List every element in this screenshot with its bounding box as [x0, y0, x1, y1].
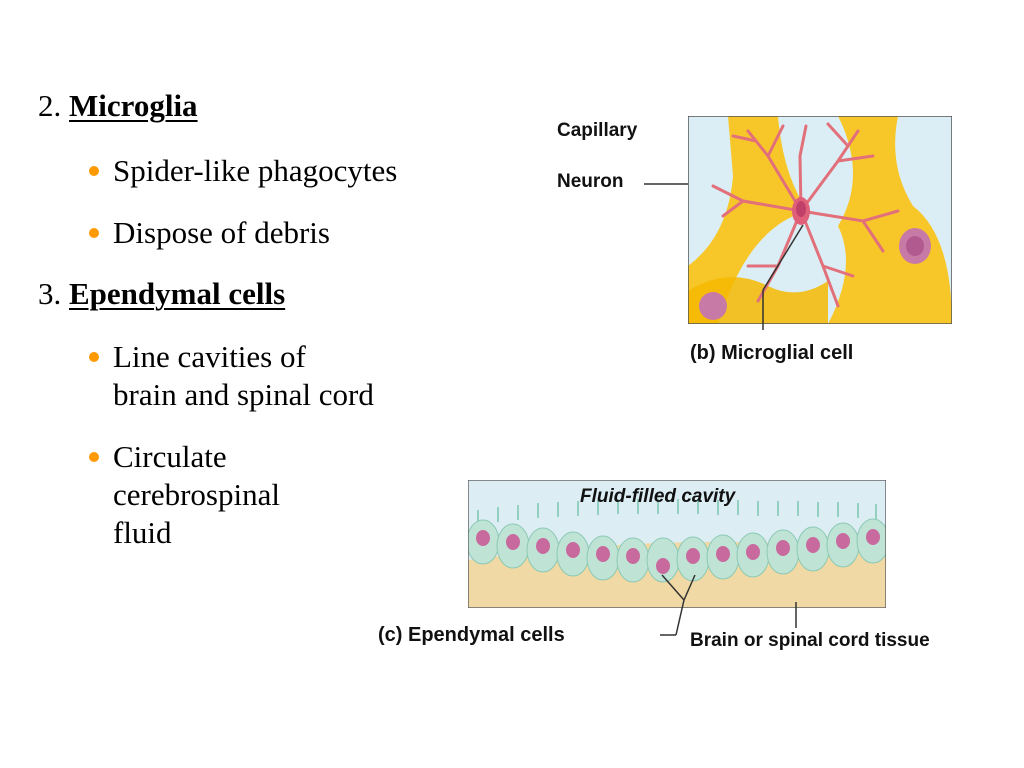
- figure-caption-microglial: (b) Microglial cell: [690, 342, 854, 364]
- bullet-text: fluid: [113, 515, 172, 550]
- item-heading: Microglia: [69, 88, 198, 123]
- ependymal-leader-lines: [660, 574, 797, 636]
- bullet-icon: [89, 228, 99, 238]
- bullet-icon: [89, 452, 99, 462]
- figure-label-tissue: Brain or spinal cord tissue: [690, 630, 930, 651]
- microglial-cell-illustration: [688, 116, 952, 324]
- figure-label-neuron: Neuron: [557, 171, 624, 192]
- bullet-text: brain and spinal cord: [113, 377, 374, 412]
- ependymal-cells-illustration: [468, 480, 886, 608]
- bullet-text: Circulate: [113, 439, 227, 474]
- item-number: 2.: [38, 88, 62, 123]
- bullet-text: cerebrospinal: [113, 477, 280, 512]
- bullet-icon: [89, 352, 99, 362]
- item-heading: Ependymal cells: [69, 276, 286, 311]
- list-item-microglia: 2. Microglia: [38, 88, 198, 124]
- microglia-leader-line: [762, 224, 804, 330]
- bullet-text: Line cavities of: [113, 339, 306, 374]
- figure-caption-ependymal: (c) Ependymal cells: [378, 624, 565, 646]
- list-item-ependymal: 3. Ependymal cells: [38, 276, 285, 312]
- figure-label-cavity: Fluid-filled cavity: [580, 486, 736, 507]
- figure-label-capillary: Capillary: [557, 120, 638, 141]
- bullet-text: Dispose of debris: [113, 215, 330, 250]
- bullet-icon: [89, 166, 99, 176]
- item-number: 3.: [38, 276, 62, 311]
- bullet-text: Spider-like phagocytes: [113, 153, 398, 188]
